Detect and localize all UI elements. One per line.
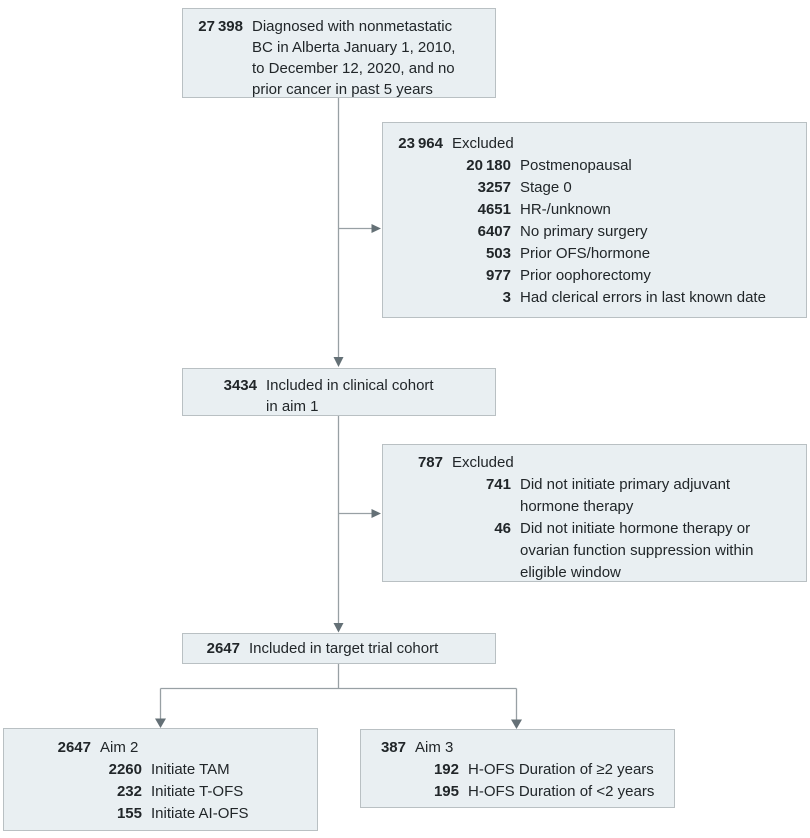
count: 2647 — [206, 640, 240, 657]
label: Aim 2 — [100, 739, 139, 756]
label: Stage 0 — [520, 179, 572, 196]
flow-row: 4651 HR-/unknown — [395, 199, 800, 221]
flow-row: 46 Did not initiate hormone therapy or o… — [395, 518, 800, 584]
label: Excluded — [452, 135, 514, 152]
label: Initiate T-OFS — [151, 783, 244, 800]
flow-box-excluded-1: 23 964 Excluded 20 180 Postmenopausal 32… — [382, 122, 807, 318]
flow-box-target-trial: 2647 Included in target trial cohort — [182, 633, 496, 664]
flow-row: 503 Prior OFS/hormone — [395, 243, 800, 265]
arrowhead-right-2 — [371, 509, 381, 518]
count: 2260 — [108, 761, 142, 778]
label: Prior OFS/hormone — [520, 245, 651, 262]
count: 4651 — [477, 201, 511, 218]
count: 6407 — [477, 223, 511, 240]
count: 3434 — [223, 377, 257, 394]
flow-row: 6407 No primary surgery — [395, 221, 800, 243]
flow-row: 3 Had clerical errors in last known date — [395, 287, 800, 309]
count: 23 964 — [398, 135, 443, 152]
flow-row: 23 964 Excluded — [395, 133, 800, 155]
flow-row: 3434 Included in clinical cohort in aim … — [217, 375, 489, 417]
count: 195 — [433, 783, 459, 800]
label: Included in target trial cohort — [249, 640, 439, 657]
label: Initiate AI-OFS — [151, 805, 249, 822]
flow-row: 2647 Aim 2 — [18, 737, 311, 759]
count: 741 — [485, 476, 511, 493]
flow-box-source: 27 398 Diagnosed with nonmetastatic BC i… — [182, 8, 496, 98]
flow-row: 3257 Stage 0 — [395, 177, 800, 199]
count: 387 — [380, 739, 406, 756]
flow-row: 27 398 Diagnosed with nonmetastatic BC i… — [195, 16, 489, 100]
flow-row: 195 H-OFS Duration of <2 years — [373, 781, 668, 803]
label: Excluded — [452, 454, 514, 471]
label: Diagnosed with nonmetastatic BC in Alber… — [252, 18, 456, 98]
flow-row: 387 Aim 3 — [373, 737, 668, 759]
count: 232 — [116, 783, 142, 800]
arrowhead-down-aim2 — [155, 718, 166, 728]
count: 3257 — [477, 179, 511, 196]
label: H-OFS Duration of ≥2 years — [468, 761, 654, 778]
label: Postmenopausal — [520, 157, 632, 174]
label: Had clerical errors in last known date — [520, 289, 766, 306]
count: 2647 — [57, 739, 91, 756]
label: Did not initiate hormone therapy or ovar… — [520, 520, 754, 581]
label: H-OFS Duration of <2 years — [468, 783, 655, 800]
count: 46 — [494, 520, 511, 537]
label: HR-/unknown — [520, 201, 611, 218]
label: Did not initiate primary adjuvant hormon… — [520, 476, 731, 515]
flow-row: 155 Initiate AI-OFS — [18, 803, 311, 825]
flow-row: 977 Prior oophorectomy — [395, 265, 800, 287]
flow-row: 2647 Included in target trial cohort — [197, 638, 489, 660]
arrowhead-right-1 — [371, 224, 381, 233]
flow-box-aim3: 387 Aim 3 192 H-OFS Duration of ≥2 years… — [360, 729, 675, 808]
count: 787 — [417, 454, 443, 471]
count: 977 — [485, 267, 511, 284]
count: 27 398 — [198, 18, 243, 35]
split-connector — [159, 664, 518, 720]
flow-row: 2260 Initiate TAM — [18, 759, 311, 781]
flow-box-clinical-cohort: 3434 Included in clinical cohort in aim … — [182, 368, 496, 416]
count: 3 — [502, 289, 511, 306]
flow-box-aim2: 2647 Aim 2 2260 Initiate TAM 232 Initiat… — [3, 728, 318, 831]
flow-row: 741 Did not initiate primary adjuvant ho… — [395, 474, 800, 518]
arrowhead-down-2 — [333, 623, 344, 633]
count: 20 180 — [466, 157, 511, 174]
label: Initiate TAM — [151, 761, 230, 778]
count: 192 — [433, 761, 459, 778]
arrowhead-down-aim3 — [511, 719, 522, 729]
count: 503 — [485, 245, 511, 262]
flow-box-excluded-2: 787 Excluded 741 Did not initiate primar… — [382, 444, 807, 582]
count: 155 — [116, 805, 142, 822]
label: Prior oophorectomy — [520, 267, 651, 284]
flow-row: 232 Initiate T-OFS — [18, 781, 311, 803]
arrowhead-down-1 — [333, 357, 344, 367]
label: Aim 3 — [415, 739, 454, 756]
flow-row: 20 180 Postmenopausal — [395, 155, 800, 177]
flow-row: 787 Excluded — [395, 452, 800, 474]
label: No primary surgery — [520, 223, 648, 240]
flow-row: 192 H-OFS Duration of ≥2 years — [373, 759, 668, 781]
label: Included in clinical cohort in aim 1 — [266, 377, 434, 415]
